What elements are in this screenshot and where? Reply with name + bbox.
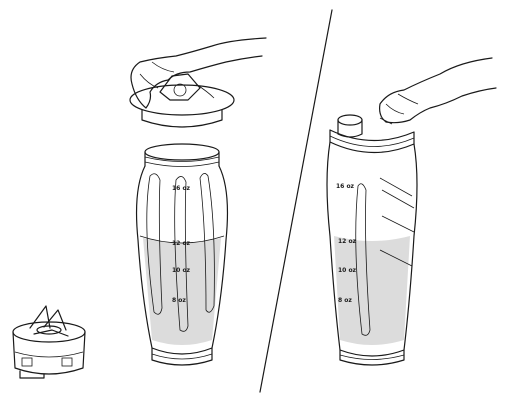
step-divider-line <box>260 10 332 392</box>
left-mark-12oz: 12 oz <box>172 240 191 247</box>
left-bottle <box>137 144 228 365</box>
left-mark-8oz: 8 oz <box>172 297 186 304</box>
left-mark-16oz: 16 oz <box>172 185 191 192</box>
right-mark-16oz: 16 oz <box>336 183 355 190</box>
blade-base <box>13 306 85 378</box>
lid-with-hand <box>130 38 266 127</box>
right-mark-12oz: 12 oz <box>338 238 357 245</box>
right-bottle <box>327 58 496 365</box>
right-mark-8oz: 8 oz <box>338 297 352 304</box>
left-mark-10oz: 10 oz <box>172 267 191 274</box>
right-mark-10oz: 10 oz <box>338 267 357 274</box>
